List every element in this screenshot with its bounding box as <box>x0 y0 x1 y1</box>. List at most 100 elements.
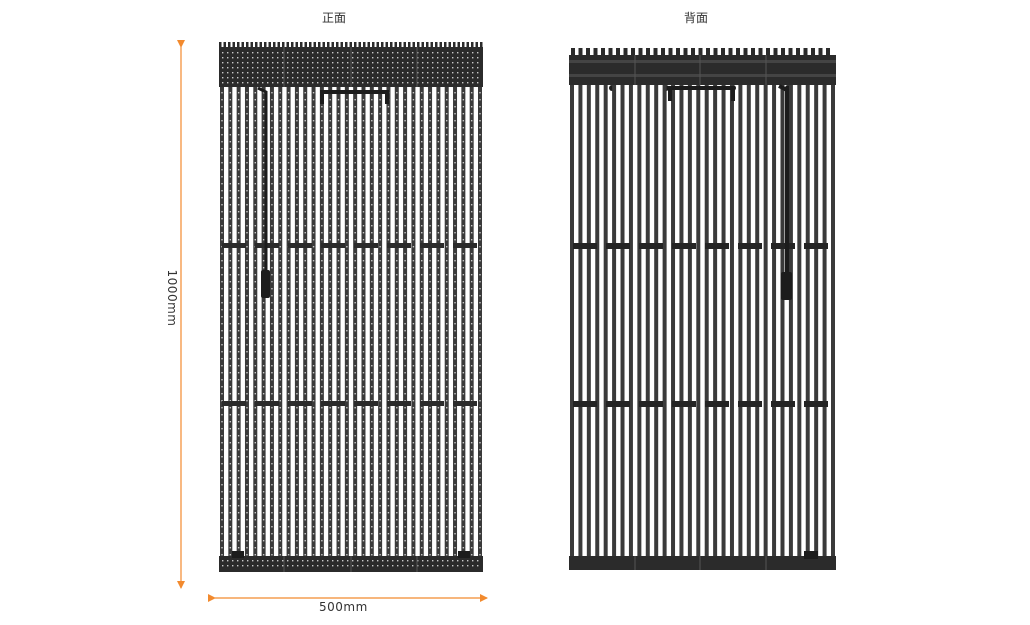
rear-strip <box>788 85 793 557</box>
cross-bar-segment <box>771 401 795 407</box>
rear-strip <box>805 85 810 557</box>
led-strip <box>436 87 441 557</box>
cable-connector <box>781 272 792 300</box>
rear-strip <box>628 85 633 557</box>
cross-bar-segment <box>672 243 696 249</box>
cross-bar-segment <box>771 243 795 249</box>
rear-strip <box>738 85 743 557</box>
led-strip <box>336 87 341 557</box>
cross-bar-segment <box>387 243 411 248</box>
cross-bar-segment <box>387 401 411 406</box>
cross-bar-segment <box>639 401 663 407</box>
cross-bar-segment <box>321 243 345 248</box>
cross-bar-segment <box>354 401 378 406</box>
width-dimension-label: 500mm <box>319 600 368 614</box>
led-strip <box>428 87 433 557</box>
header-rail <box>569 60 836 63</box>
rear-strip <box>704 85 709 557</box>
led-strip <box>419 87 424 557</box>
cross-bar-segment <box>255 401 279 406</box>
led-strip <box>361 87 366 557</box>
bottom-clip <box>804 551 818 559</box>
led-strip <box>444 87 449 557</box>
led-strip <box>344 87 349 557</box>
top-comb-teeth <box>219 42 483 48</box>
rear-strip <box>654 85 659 557</box>
cross-bar-segment <box>738 243 762 249</box>
strip-led-dots <box>221 92 481 556</box>
led-strip <box>478 87 482 557</box>
bottom-clip <box>458 551 470 558</box>
rear-strip <box>662 85 667 557</box>
bottom-led-dots <box>222 560 479 567</box>
led-strip <box>394 87 399 557</box>
led-strip <box>220 87 224 557</box>
rear-strip <box>570 85 574 557</box>
rear-strip <box>780 85 785 557</box>
bottom-bar <box>569 556 836 570</box>
rear-strip <box>586 85 591 557</box>
led-strip <box>278 87 283 557</box>
led-strip <box>403 87 408 557</box>
led-strip <box>469 87 474 557</box>
cross-bar-segment <box>573 401 597 407</box>
led-strip <box>386 87 391 557</box>
led-strip <box>261 87 266 557</box>
led-strip <box>328 87 333 557</box>
cross-bar-segment <box>222 243 246 248</box>
rear-strip <box>603 85 608 557</box>
cross-bar-segment <box>738 401 762 407</box>
led-strip <box>369 87 374 557</box>
cross-bar-segment <box>573 243 597 249</box>
header-rail <box>569 74 836 77</box>
top-comb-teeth <box>571 48 830 56</box>
rear-strip <box>679 85 684 557</box>
cross-bar-segment <box>672 401 696 407</box>
front-view-label: 正面 <box>322 11 347 25</box>
led-strip <box>311 87 316 557</box>
led-strip <box>319 87 324 557</box>
cross-bar-segment <box>420 401 444 406</box>
rear-strip <box>822 85 827 557</box>
rear-strip <box>671 85 676 557</box>
rear-strip <box>763 85 768 557</box>
rear-strip <box>713 85 718 557</box>
rear-strip <box>772 85 777 557</box>
cross-bar-segment <box>804 243 828 249</box>
led-strip <box>286 87 291 557</box>
rear-strip <box>721 85 726 557</box>
led-strip <box>236 87 241 557</box>
led-strip <box>294 87 299 557</box>
led-strip <box>228 87 233 557</box>
led-strip <box>269 87 274 557</box>
rear-strip <box>620 85 625 557</box>
led-strip <box>303 87 308 557</box>
rear-strip <box>595 85 600 557</box>
cross-bar-segment <box>420 243 444 248</box>
cross-bar-segment <box>288 243 312 248</box>
cross-bar-segment <box>705 401 729 407</box>
rear-strip <box>755 85 760 557</box>
cross-bar-segment <box>321 401 345 406</box>
cross-bar-segment <box>453 243 477 248</box>
handle <box>668 86 735 101</box>
cross-bar-segment <box>804 401 828 407</box>
rear-strip <box>637 85 642 557</box>
cross-bar-segment <box>639 243 663 249</box>
rear-strip <box>612 85 617 557</box>
cable-connector <box>261 270 270 298</box>
cross-bar-segment <box>453 401 477 406</box>
rear-strip <box>831 85 835 557</box>
rear-strip <box>797 85 802 557</box>
led-strip <box>453 87 458 557</box>
led-strip <box>253 87 258 557</box>
bottom-clip <box>232 551 244 558</box>
cross-bar-segment <box>705 243 729 249</box>
front-panel <box>219 42 483 572</box>
led-strip <box>353 87 358 557</box>
top-header-bar <box>569 55 836 85</box>
rear-strips <box>570 85 835 557</box>
rear-strip <box>814 85 819 557</box>
back-view-label: 背面 <box>684 11 709 25</box>
